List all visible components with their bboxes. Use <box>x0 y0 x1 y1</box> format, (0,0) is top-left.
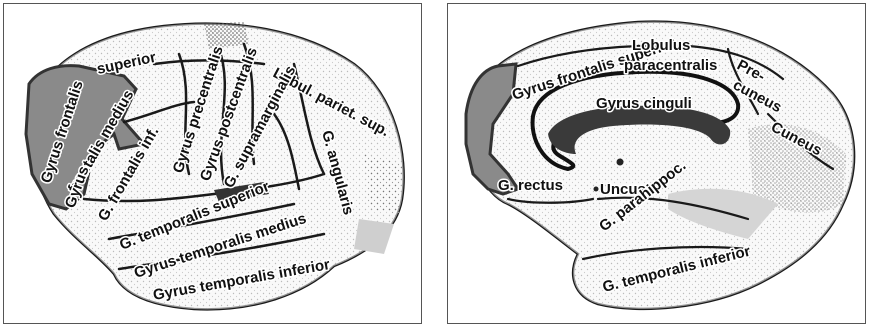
medial-view-panel: Gyrus frontalis superior Lobulus paracen… <box>447 3 866 324</box>
label-paracentralis: paracentralis <box>624 57 717 74</box>
label-g-rectus: G. rectus <box>498 177 563 194</box>
label-gyrus-cinguli: Gyrus cinguli <box>596 95 692 112</box>
lateral-brain-diagram: superior Gyrus frontalis frontalis mediu… <box>4 4 422 324</box>
medial-brain-diagram: Gyrus frontalis superior Lobulus paracen… <box>448 4 866 324</box>
lateral-view-panel: superior Gyrus frontalis frontalis mediu… <box>3 3 422 324</box>
label-lobulus: Lobulus <box>632 37 690 54</box>
